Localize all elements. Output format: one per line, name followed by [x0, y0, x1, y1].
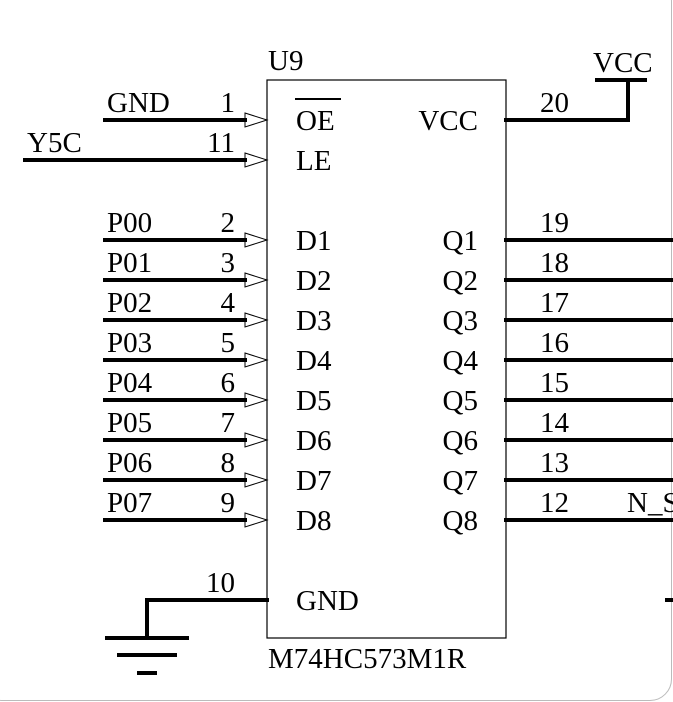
- net-label-n_s: N_S: [627, 487, 673, 519]
- pin-name-q2: Q2: [443, 265, 478, 297]
- pin-number: 19: [540, 207, 569, 239]
- pin-name-q6: Q6: [443, 425, 478, 457]
- power-port-label: VCC: [593, 47, 653, 79]
- pin-number: 16: [540, 327, 569, 359]
- pin-name-q4: Q4: [443, 345, 479, 377]
- net-label-p07: P07: [107, 487, 152, 519]
- pin-number: 7: [221, 407, 236, 439]
- pin-number: 20: [540, 87, 569, 119]
- pin-name-d6: D6: [296, 425, 331, 457]
- pin-name-oe: OE: [296, 105, 335, 137]
- pin-number: 13: [540, 447, 569, 479]
- input-arrow-icon: [244, 112, 269, 128]
- pin-name-q7: Q7: [443, 465, 478, 497]
- pin-name-d4: D4: [296, 345, 332, 377]
- input-arrow-icon: [244, 472, 269, 488]
- pin-number: 2: [221, 207, 236, 239]
- pin-name-d2: D2: [296, 265, 331, 297]
- input-arrow-icon: [244, 512, 269, 528]
- pin-name-d5: D5: [296, 385, 331, 417]
- net-label-y5c: Y5C: [27, 127, 82, 159]
- input-arrow-icon: [244, 312, 269, 328]
- net-label-p00: P00: [107, 207, 152, 239]
- input-arrow-icon: [244, 352, 269, 368]
- pin-number: 12: [540, 487, 569, 519]
- net-label-p01: P01: [107, 247, 152, 279]
- pin-name-d1: D1: [296, 225, 331, 257]
- input-arrow-icon: [244, 152, 269, 168]
- pin-number: 1: [221, 87, 236, 119]
- pin-number: 17: [540, 287, 569, 319]
- pin-name-gnd: GND: [296, 585, 359, 617]
- net-label-gnd: GND: [107, 87, 170, 119]
- pin-number: 10: [206, 567, 235, 599]
- net-label-p02: P02: [107, 287, 152, 319]
- net-label-p04: P04: [107, 367, 153, 399]
- pin-name-d7: D7: [296, 465, 331, 497]
- input-arrow-icon: [244, 272, 269, 288]
- pin-name-q1: Q1: [443, 225, 478, 257]
- pin-name-q3: Q3: [443, 305, 478, 337]
- pin-name-d8: D8: [296, 505, 331, 537]
- input-arrow-icon: [244, 392, 269, 408]
- pin-number: 4: [221, 287, 236, 319]
- net-label-p05: P05: [107, 407, 152, 439]
- pin-name-d3: D3: [296, 305, 331, 337]
- pin-number: 5: [221, 327, 236, 359]
- pin-number: 6: [221, 367, 236, 399]
- pin-number: 14: [540, 407, 570, 439]
- pin-number: 15: [540, 367, 569, 399]
- input-arrow-icon: [244, 232, 269, 248]
- pin-number: 3: [221, 247, 236, 279]
- net-label-p03: P03: [107, 327, 152, 359]
- pin-name-q5: Q5: [443, 385, 478, 417]
- part-number-label: M74HC573M1R: [268, 643, 467, 675]
- pin-name-le: LE: [296, 145, 331, 177]
- pin-number: 8: [221, 447, 236, 479]
- pin-number: 18: [540, 247, 569, 279]
- pin-number: 9: [221, 487, 236, 519]
- pin-number: 11: [207, 127, 235, 159]
- input-arrow-icon: [244, 432, 269, 448]
- net-label-p06: P06: [107, 447, 152, 479]
- pin-name-vcc: VCC: [418, 105, 478, 137]
- designator-label: U9: [268, 45, 303, 77]
- pin-name-q8: Q8: [443, 505, 478, 537]
